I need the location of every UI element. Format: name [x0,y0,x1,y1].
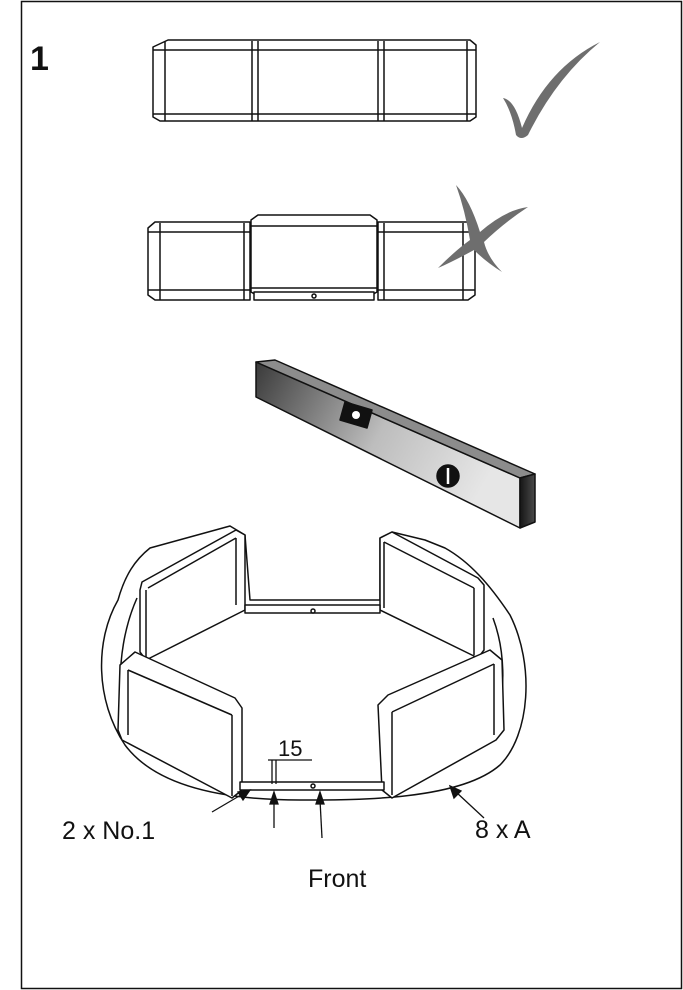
ring-assembly [100,525,527,801]
front-label: Front [308,865,366,893]
check-mark-icon [503,42,600,138]
leader-lines [211,784,485,839]
cross-mark-icon [438,185,528,272]
page-border [20,0,683,990]
block-front-right [377,649,505,799]
blocks-label: 8 x A [475,816,531,844]
spirit-level-icon [255,359,536,529]
dimension-marker [268,759,312,828]
step-number: 1 [30,40,49,78]
block-back-right [379,531,485,659]
connector-label: 2 x No.1 [62,817,155,845]
dimension-label: 15 [278,736,302,761]
correct-arrangement [152,39,477,122]
incorrect-arrangement [147,214,476,301]
